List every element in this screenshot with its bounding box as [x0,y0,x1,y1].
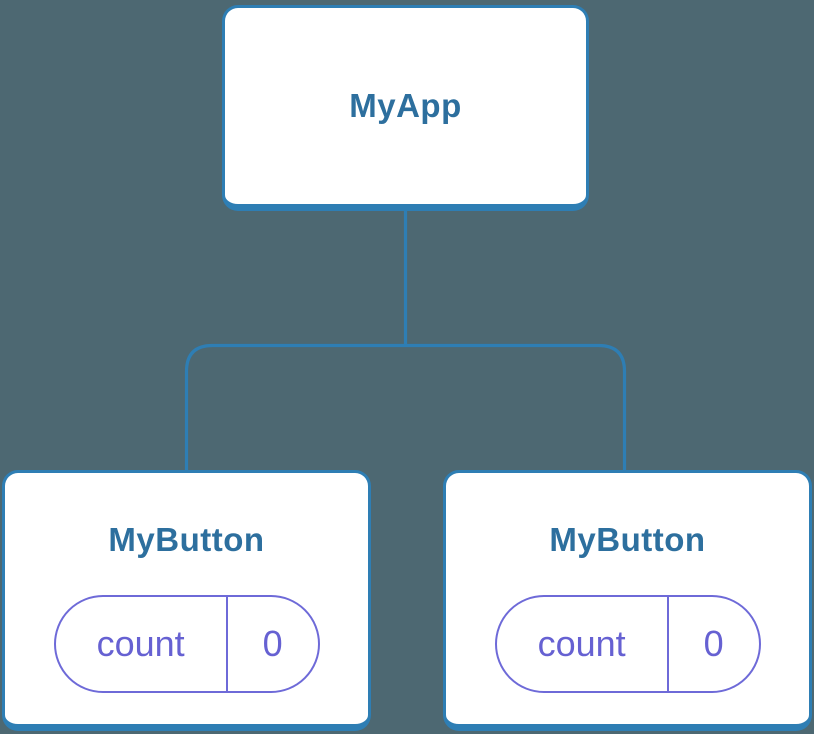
state-value-label: 0 [703,623,724,664]
component-label: MyButton [108,521,265,558]
component-label: MyApp [349,87,462,124]
connector-branch-bracket [184,343,627,473]
state-value-label: 0 [262,623,283,664]
state-value-cell: 0 [669,597,759,691]
state-pill: count 0 [494,595,761,693]
state-key-label: count [96,623,185,664]
state-key-cell: count [497,597,667,691]
component-node-mybutton-left: MyButton count 0 [2,470,371,731]
state-key-label: count [537,623,626,664]
component-node-mybutton-right: MyButton count 0 [443,470,812,731]
component-node-myapp: MyApp [222,5,589,211]
state-pill-divider [666,597,669,691]
state-pill: count 0 [53,595,320,693]
state-pill-divider [225,597,228,691]
component-label: MyButton [549,521,706,558]
state-key-cell: count [56,597,226,691]
state-value-cell: 0 [228,597,318,691]
